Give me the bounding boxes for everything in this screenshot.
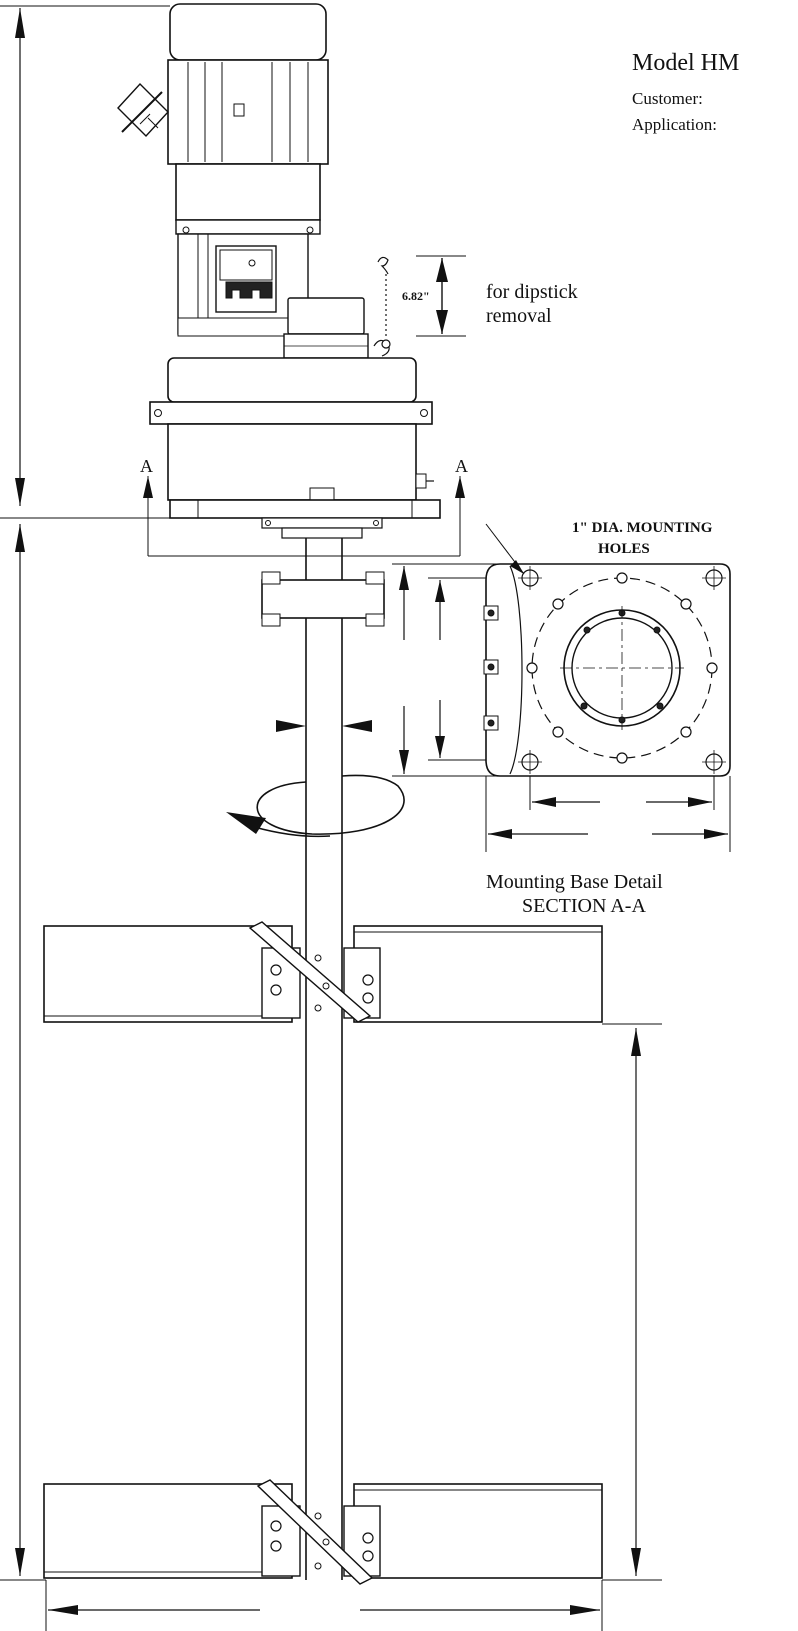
- mounting-holes-label-line2: HOLES: [598, 541, 650, 557]
- gearbox: [149, 357, 441, 539]
- section-mark-right: A: [455, 456, 468, 476]
- overall-height-dimension: [0, 5, 200, 1581]
- lower-impeller: [43, 1479, 603, 1585]
- dipstick-housing: [283, 256, 391, 359]
- motor-adapter: [175, 219, 321, 337]
- impeller-spacing-dimension: [602, 1023, 662, 1581]
- dipstick-dimension: [416, 255, 466, 337]
- mounting-base-caption: Mounting Base Detail: [486, 871, 663, 893]
- section-mark-left: A: [140, 456, 153, 476]
- upper-impeller: [43, 921, 603, 1023]
- dipstick-note-line1: for dipstick: [486, 281, 578, 303]
- dipstick-note-line2: removal: [486, 305, 552, 327]
- section-cut-line: [143, 476, 465, 557]
- mounting-holes-label-line1: 1" DIA. MOUNTING: [572, 520, 713, 536]
- dipstick-dimension-value: 6.82": [402, 289, 430, 303]
- terminal-box: [117, 82, 169, 138]
- section-caption: SECTION A-A: [522, 895, 646, 917]
- impeller-diameter-dimension: [45, 1580, 603, 1631]
- mounting-base-detail: [392, 523, 731, 852]
- customer-label: Customer:: [632, 89, 703, 108]
- motor: [167, 3, 329, 221]
- model-title: Model HM: [632, 50, 739, 76]
- agitator-shaft: [226, 538, 405, 1580]
- application-label: Application:: [632, 115, 717, 134]
